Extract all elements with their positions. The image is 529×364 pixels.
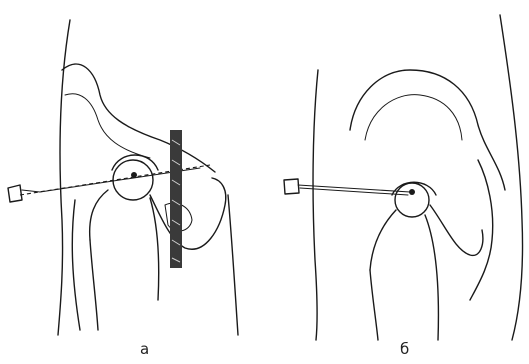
panel-a-instrument-handle (8, 185, 22, 202)
panel-b-instrument-handle (284, 179, 299, 194)
panel-a-drawing (8, 20, 238, 335)
panel-a-femur-neck (90, 190, 108, 240)
panel-a-ischium (150, 178, 226, 249)
panel-b-lower-pelvis (430, 205, 483, 255)
panel-b-wire-line2 (300, 188, 408, 195)
panel-b-femoral-head (395, 183, 429, 217)
panel-b-body-outline-left (313, 70, 318, 340)
panel-a-body-outline-left (58, 20, 70, 335)
panel-b-iliac-wing (350, 70, 505, 190)
panel-a-femur-shaft-right (150, 198, 159, 300)
panel-a-body-outline-right (228, 195, 238, 335)
panel-b-label: б (400, 340, 409, 358)
panel-b-iliac-inner (365, 95, 462, 140)
panel-a-femur-shaft-left (90, 240, 98, 330)
panel-a-insertion-point (131, 172, 137, 178)
panel-a-acetabulum (112, 155, 158, 170)
panel-b-femur-shaft-right (425, 215, 438, 340)
panel-a-vertical-rod (170, 130, 182, 268)
panel-b-body-outline-right (500, 15, 523, 340)
panel-a-iliac-inner (65, 94, 150, 158)
panel-a-instrument-tip (22, 190, 40, 192)
panel-a-label: а (140, 340, 149, 358)
panel-b-insertion-point (409, 189, 415, 195)
panel-b-femur-neck (370, 210, 396, 270)
panel-a-thigh-outline (72, 200, 80, 330)
panel-b-femur-shaft-left (370, 270, 378, 340)
panel-b-drawing (284, 15, 523, 340)
